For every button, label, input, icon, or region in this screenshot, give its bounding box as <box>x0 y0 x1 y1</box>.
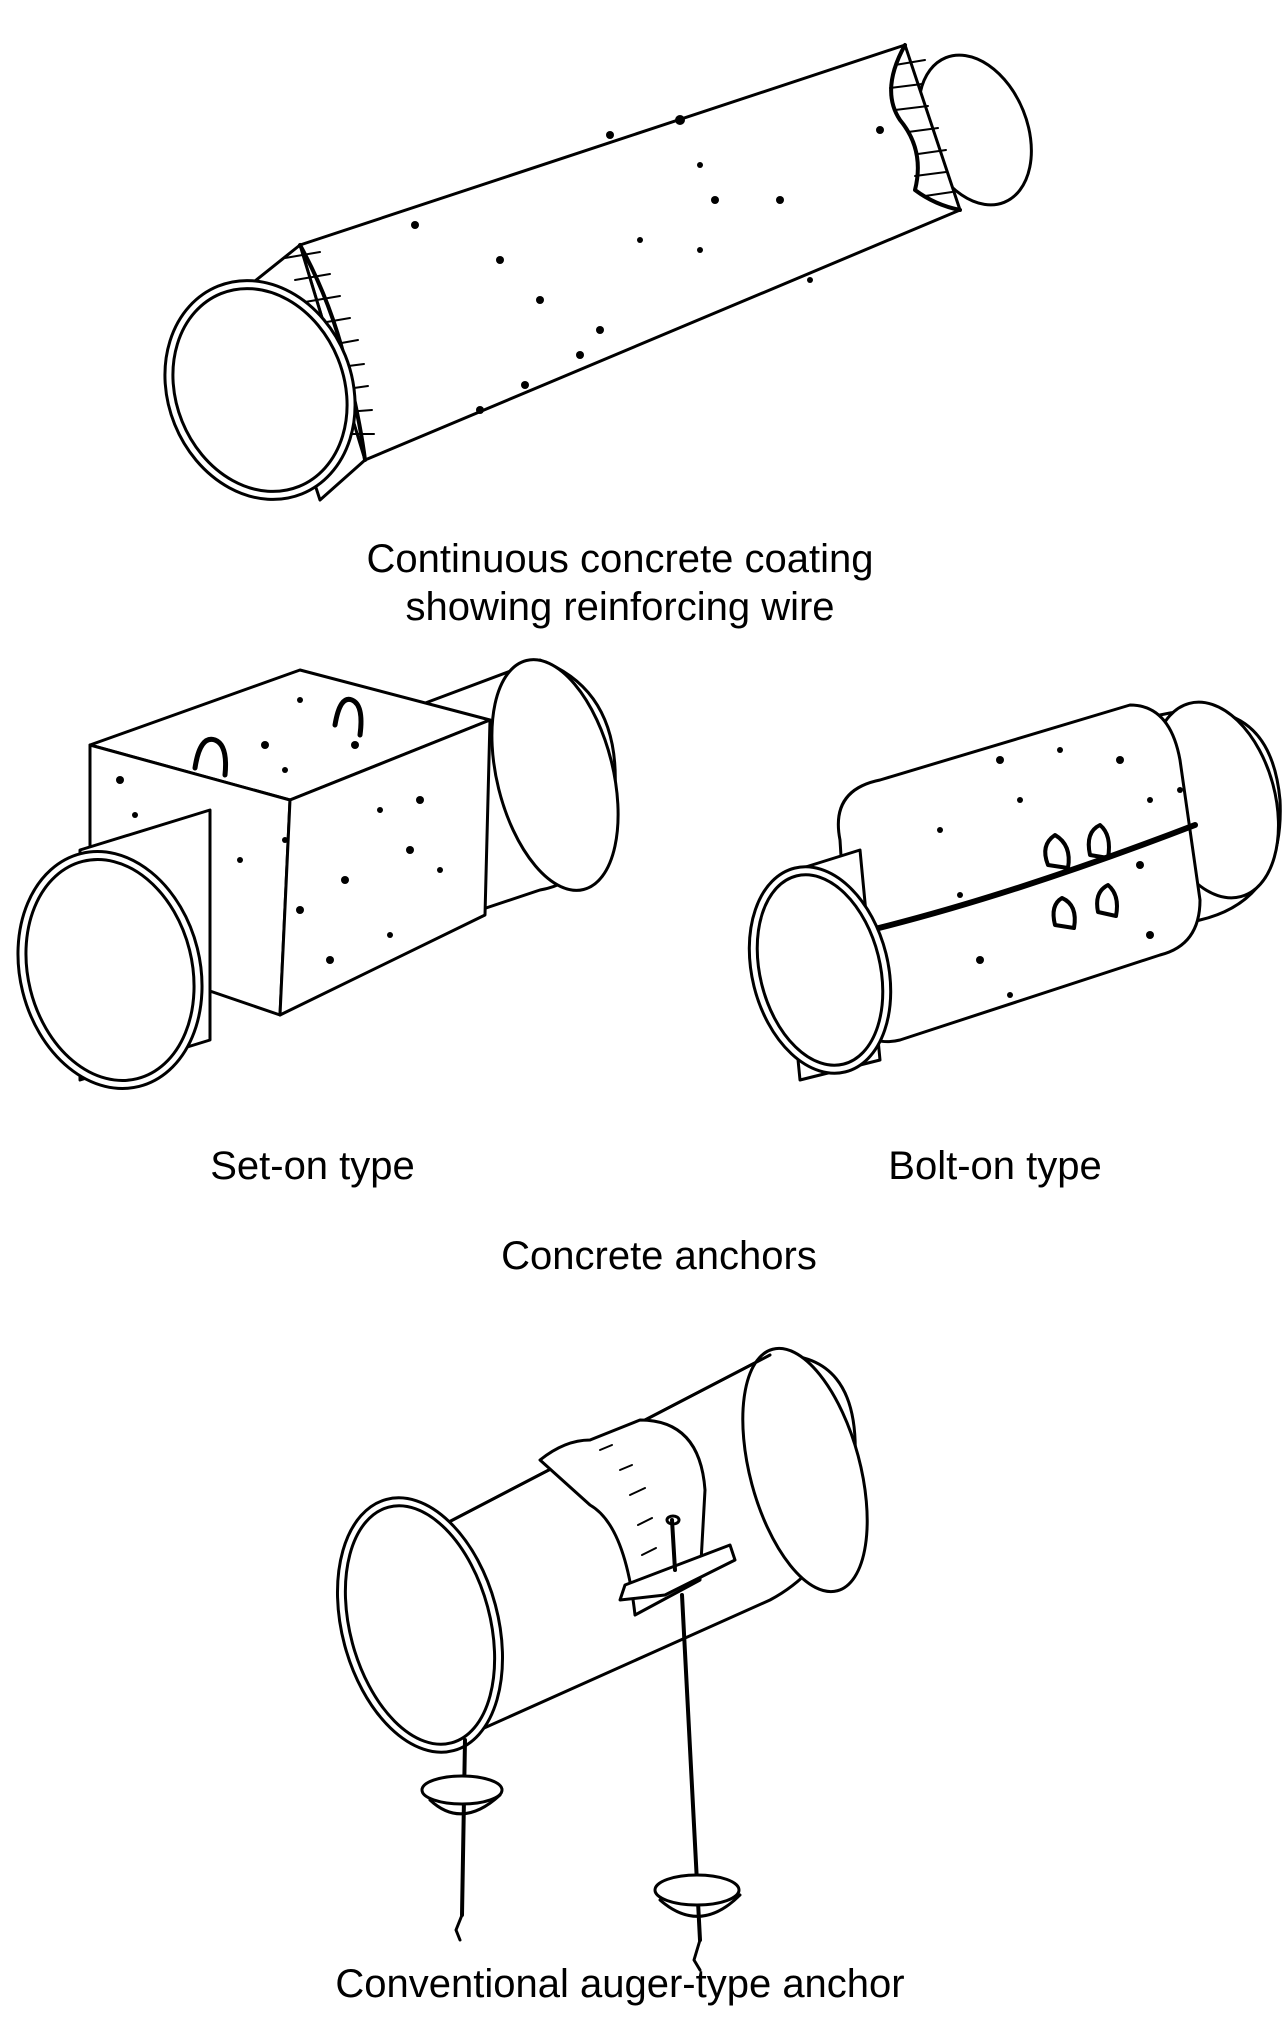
continuous-coated-pipe-drawing <box>163 43 1033 502</box>
bolt-slots <box>1043 823 1119 930</box>
auger-anchor-caption: Conventional auger-type anchor <box>335 1962 905 2006</box>
concrete-speckles-bolt-on <box>937 747 1183 998</box>
bolt-on-anchor-drawing <box>747 700 1282 1082</box>
set-on-anchor-drawing <box>16 658 620 1090</box>
concrete-anchors-caption: Concrete anchors <box>501 1234 817 1278</box>
continuous-coating-caption-line2: showing reinforcing wire <box>405 585 835 629</box>
bolt-on-type-caption: Bolt-on type <box>888 1144 1102 1188</box>
concrete-speckles-continuous <box>411 115 884 414</box>
set-on-type-caption: Set-on type <box>210 1144 415 1188</box>
reinforcing-wire-far <box>889 43 962 212</box>
continuous-coating-caption-line1: Continuous concrete coating <box>366 537 874 581</box>
concrete-speckles-set-on <box>116 697 443 964</box>
auger-anchor-drawing <box>335 1346 869 1972</box>
strap-band-marks <box>599 1444 657 1556</box>
